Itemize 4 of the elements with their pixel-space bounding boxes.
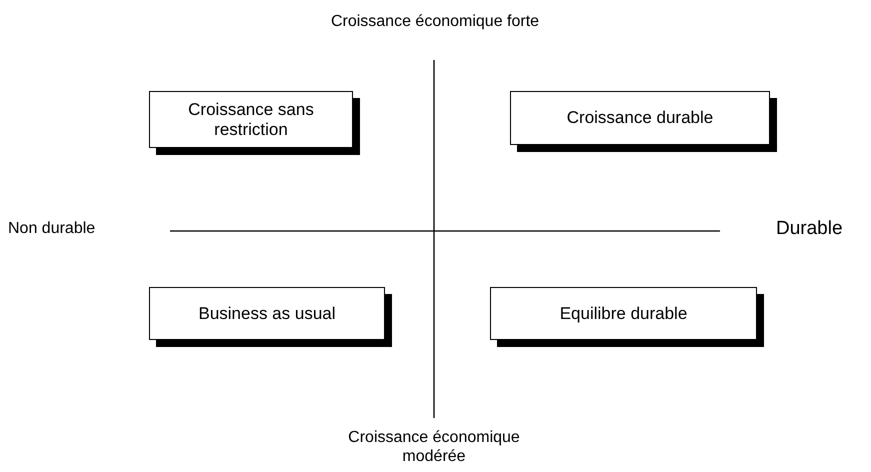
axis-label: Non durable (8, 219, 96, 238)
axis-label: Croissance économique modérée (347, 428, 521, 466)
axis-label: Durable (776, 219, 844, 238)
axis-label: Croissance économique forte (330, 12, 540, 31)
